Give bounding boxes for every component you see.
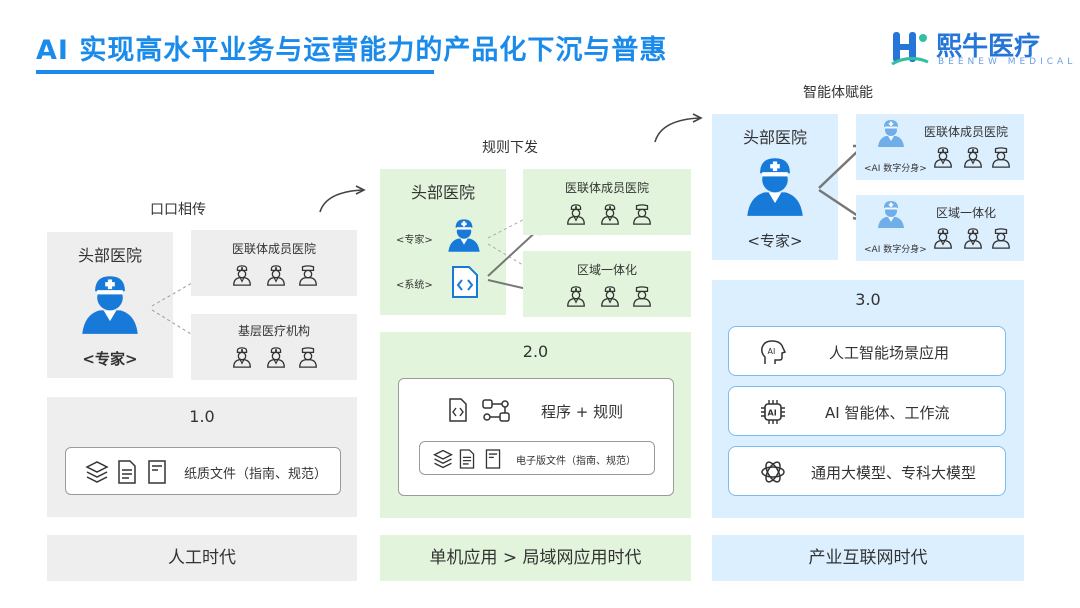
stage1-target2-label: 基层医疗机构 — [237, 324, 310, 338]
stage2-target1-card: 医联体成员医院 — [523, 169, 691, 235]
stage3-head-hospital-label: 头部医院 — [742, 128, 807, 147]
code-file-icon — [452, 266, 478, 298]
stage2-era-label: 单机应用 > 局域网应用时代 — [380, 535, 691, 581]
stage3-ai-clone-label: <AI 数字分身> — [864, 164, 927, 174]
stage1-flow-arrow-icon — [319, 185, 366, 213]
ai-chip-icon: AI — [761, 400, 785, 424]
stage3-version: 3.0 — [855, 290, 881, 309]
stage1-tool-card: 纸质文件（指南、规范） — [65, 447, 341, 495]
stage1-tool-panel: 1.0 纸质文件（指南、规范） — [47, 397, 357, 517]
stage3-ai-clone-label: <AI 数字分身> — [864, 245, 927, 255]
brand-logo-icon — [891, 32, 929, 66]
stage1-head-hospital-card: 头部医院 <专家> — [47, 232, 173, 378]
openai-knot-icon — [761, 461, 785, 483]
nurse-outline-icon — [297, 346, 319, 368]
stage3-layer-label: 通用大模型、专科大模型 — [811, 464, 977, 482]
stage1-head-hospital-label: 头部医院 — [77, 246, 142, 265]
doctor-outline-icon — [265, 346, 287, 368]
stage1-expert-label: <专家> — [82, 350, 138, 368]
stage2-target2-card: 区域一体化 — [523, 251, 691, 317]
stage2-flow-label: 规则下发 — [482, 140, 538, 156]
workflow-icon — [482, 399, 510, 422]
stage2-flow-arrow-icon — [654, 113, 703, 143]
document-icon — [118, 460, 136, 484]
stage2-tool-card: 程序 + 规则 电子版文件（指南、规范） — [398, 378, 674, 496]
stage2-target2-label: 区域一体化 — [576, 263, 637, 277]
stage3-expert-label: <专家> — [747, 232, 803, 250]
doctor-outline-icon — [231, 264, 253, 286]
nurse-outline-icon — [990, 146, 1012, 168]
doctor-outline-icon — [932, 146, 954, 168]
nurse-outline-icon — [631, 285, 653, 307]
stage2-head-hospital-label: 头部医院 — [410, 183, 475, 202]
doctor-outline-icon — [599, 285, 621, 307]
book-stack-icon — [433, 449, 453, 469]
stage3-layer-label: 人工智能场景应用 — [829, 344, 950, 362]
nurse-outline-icon — [297, 264, 319, 286]
doctor-outline-icon — [599, 203, 621, 225]
ai-doctor-icon — [876, 199, 906, 229]
stage2-tool-panel: 2.0 程序 + 规则 — [380, 332, 691, 518]
stage3-target1-card: 医联体成员医院 <AI 数字分身> — [856, 114, 1024, 180]
stage1-era-label: 人工时代 — [47, 535, 357, 581]
stage3-layer-label: AI 智能体、工作流 — [825, 404, 950, 422]
doctor-outline-icon — [565, 203, 587, 225]
stage3-tool-panel: 3.0 AI 人工智能场景应用 AI AI 智能体、工作流 通用大模型、专科大模… — [712, 280, 1024, 518]
nurse-outline-icon — [631, 203, 653, 225]
stage2-tool-sub-label: 电子版文件（指南、规范） — [516, 456, 636, 467]
stage2-expert-label: <专家> — [396, 235, 433, 246]
svg-text:AI: AI — [768, 409, 777, 418]
title-underline — [36, 70, 434, 74]
code-file-icon — [449, 398, 467, 422]
stage2-tool-sub-card: 电子版文件（指南、规范） — [419, 441, 655, 475]
doctor-icon — [446, 217, 482, 253]
stage2-target1-label: 医联体成员医院 — [564, 181, 649, 195]
file-icon — [485, 449, 501, 469]
stage3-flow-label: 智能体赋能 — [803, 85, 873, 101]
svg-text:AI: AI — [768, 347, 776, 356]
stage2-tool-main-label: 程序 + 规则 — [541, 403, 624, 421]
stage2-system-label: <系统> — [396, 280, 433, 291]
doctor-outline-icon — [932, 227, 954, 249]
doctor-outline-icon — [565, 285, 587, 307]
doctor-outline-icon — [962, 146, 984, 168]
book-stack-icon — [85, 461, 109, 483]
stage2-version: 2.0 — [522, 342, 549, 361]
doctor-outline-icon — [265, 264, 287, 286]
doctor-outline-icon — [231, 346, 253, 368]
stage3-layer-model: 通用大模型、专科大模型 — [728, 446, 1006, 496]
file-icon — [148, 460, 166, 484]
stage3-target2-card: 区域一体化 <AI 数字分身> — [856, 195, 1024, 261]
stage2-head-hospital-card: 头部医院 <专家> <系统> — [380, 169, 506, 315]
stage1-tool-label: 纸质文件（指南、规范） — [184, 467, 328, 482]
stage1-flow-label: 口口相传 — [150, 202, 206, 218]
document-icon — [459, 449, 475, 469]
page-title: AI 实现高水平业务与运营能力的产品化下沉与普惠 — [36, 35, 668, 66]
stage1-target1-card: 医联体成员医院 — [191, 230, 357, 296]
stage3-head-hospital-card: 头部医院 <专家> — [712, 114, 838, 260]
doctor-outline-icon — [962, 227, 984, 249]
stage1-target1-label: 医联体成员医院 — [231, 242, 316, 256]
stage1-version: 1.0 — [189, 407, 215, 426]
stage3-layer-scene: AI 人工智能场景应用 — [728, 326, 1006, 376]
doctor-icon — [743, 154, 807, 218]
stage3-layer-agent: AI AI 智能体、工作流 — [728, 386, 1006, 436]
brand-name: 熙牛医疗 — [936, 32, 1041, 62]
stage3-target1-label: 医联体成员医院 — [924, 125, 1009, 139]
brand-subtitle: BEENEW MEDICAL — [938, 57, 1077, 67]
stage1-target2-card: 基层医疗机构 — [191, 314, 357, 380]
nurse-outline-icon — [990, 227, 1012, 249]
stage3-target2-label: 区域一体化 — [936, 206, 997, 220]
stage3-era-label: 产业互联网时代 — [712, 535, 1024, 581]
ai-head-icon: AI — [761, 340, 787, 364]
ai-doctor-icon — [876, 118, 906, 148]
doctor-icon — [78, 272, 142, 336]
